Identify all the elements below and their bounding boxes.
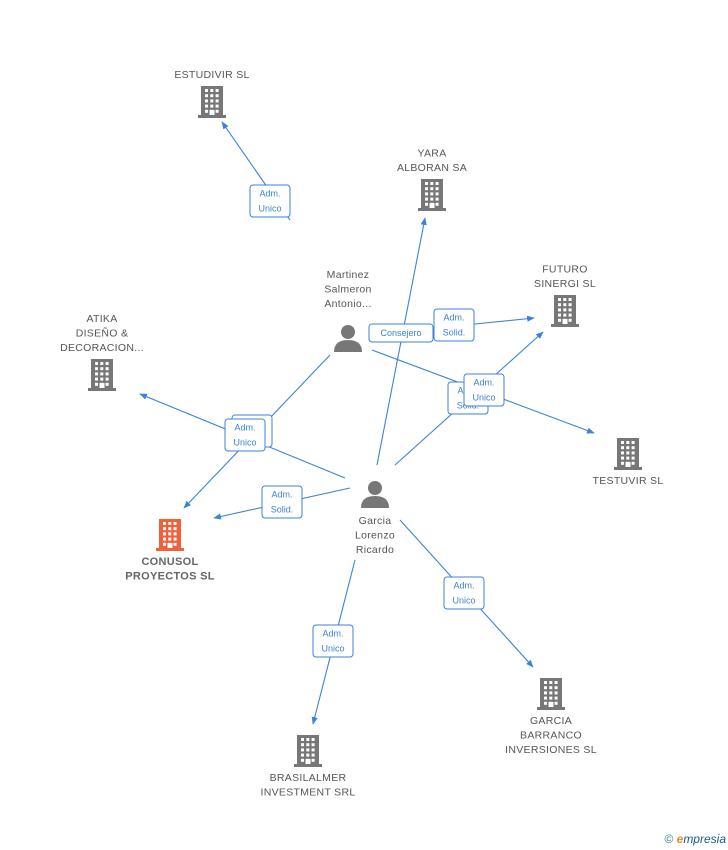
- person-icon: [361, 481, 389, 508]
- node-label-line: Antonio...: [324, 298, 371, 310]
- building-icon: [614, 438, 642, 470]
- role-tag-text: Unico: [233, 438, 256, 448]
- node-label-line: SINERGI SL: [534, 278, 596, 290]
- role-tag-garcia-conusol[interactable]: Adm. Solid.: [261, 485, 303, 519]
- edges-layer: [139, 121, 595, 725]
- node-label-line: DISEÑO &: [76, 327, 129, 340]
- node-label-line: INVERSIONES SL: [505, 744, 597, 756]
- role-tags-layer: Adm.UnicoConsejeroAdm.Solid.Adm.Solid.Ad…: [224, 184, 505, 658]
- company-node-yara[interactable]: YARA ALBORAN SA: [397, 148, 467, 212]
- company-node-testuvir[interactable]: TESTUVIR SL: [593, 438, 664, 487]
- company-node-garcia_barranco[interactable]: GARCIA BARRANCO INVERSIONES SL: [505, 678, 597, 756]
- role-tag-text: Adm.: [322, 629, 343, 639]
- role-tag-box: [433, 308, 475, 342]
- role-tag-text: Adm.: [473, 378, 494, 388]
- role-tag-text: Adm.: [443, 313, 464, 323]
- building-icon: [88, 359, 116, 391]
- role-tag-box: [368, 323, 434, 343]
- building-icon: [418, 179, 446, 211]
- copyright-symbol: ©: [664, 832, 674, 846]
- edge-martinez-futuro: [464, 315, 535, 326]
- node-label-line: DECORACION...: [60, 342, 144, 354]
- node-label-line: BRASILALMER: [270, 772, 347, 784]
- role-tag-garcia-futuro[interactable]: Adm. Unico: [463, 373, 505, 407]
- node-label-line: TESTUVIR SL: [593, 475, 664, 487]
- node-label-line: ESTUDIVIR SL: [174, 69, 249, 81]
- role-tag-text: Consejero: [380, 328, 421, 338]
- role-tag-box: [463, 373, 505, 407]
- role-tag-martinez-estudivir[interactable]: Adm. Unico: [249, 184, 291, 218]
- building-icon: [294, 735, 322, 767]
- role-tag-text: Unico: [321, 644, 344, 654]
- role-tag-martinez-conusol[interactable]: Adm. Unico: [224, 418, 266, 452]
- node-label-line: FUTURO: [542, 264, 588, 276]
- node-label-line: ATIKA: [86, 313, 117, 325]
- company-node-futuro[interactable]: FUTURO SINERGI SL: [534, 264, 596, 328]
- node-label-line: CONUSOL: [141, 556, 198, 568]
- node-label-line: Salmeron: [324, 284, 371, 296]
- nodes-layer: ESTUDIVIR SL YARA ALBORAN SA FUTURO SINERGI …: [60, 69, 663, 799]
- role-tag-box: [443, 576, 485, 610]
- role-tag-garcia-garcia_barranco[interactable]: Adm. Unico: [443, 576, 485, 610]
- node-label-line: BARRANCO: [520, 730, 582, 742]
- role-tag-text: Adm.: [234, 423, 255, 433]
- company-node-conusol[interactable]: CONUSOL PROYECTOS SL: [125, 519, 215, 583]
- node-label-line: ALBORAN SA: [397, 162, 467, 174]
- node-label-line: INVESTMENT SRL: [260, 787, 355, 799]
- role-tag-text: Adm.: [259, 189, 280, 199]
- building-icon: [156, 519, 184, 551]
- role-tag-text: Unico: [258, 204, 281, 214]
- node-label-line: Martinez: [327, 269, 370, 281]
- company-node-atika[interactable]: ATIKA DISEÑO & DECORACION...: [60, 313, 144, 391]
- role-tag-text: Adm.: [453, 581, 474, 591]
- node-label-line: Ricardo: [356, 544, 394, 556]
- company-node-estudivir[interactable]: ESTUDIVIR SL: [174, 69, 249, 118]
- role-tag-garcia-brasilalmer[interactable]: Adm. Unico: [312, 624, 354, 658]
- role-tag-garcia-yara[interactable]: Consejero: [368, 323, 434, 343]
- person-node-martinez[interactable]: MartinezSalmeronAntonio...: [324, 269, 371, 352]
- role-tag-box: [249, 184, 291, 218]
- brand-footer[interactable]: © empresia: [664, 832, 726, 846]
- node-label-line: GARCIA: [530, 715, 572, 727]
- node-label-line: PROYECTOS SL: [125, 571, 215, 583]
- node-label-line: Lorenzo: [355, 530, 395, 542]
- building-icon: [551, 295, 579, 327]
- role-tag-martinez-futuro[interactable]: Adm. Solid.: [433, 308, 475, 342]
- brand-logo-text: mpresia: [683, 832, 726, 846]
- role-tag-text: Solid.: [271, 505, 294, 515]
- role-tag-box: [312, 624, 354, 658]
- role-tag-box: [261, 485, 303, 519]
- role-tag-text: Unico: [472, 393, 495, 403]
- brand-logo-e: e: [676, 832, 684, 846]
- role-tag-text: Solid.: [443, 328, 466, 338]
- building-icon: [198, 86, 226, 118]
- person-icon: [334, 325, 362, 352]
- company-node-brasilalmer[interactable]: BRASILALMER INVESTMENT SRL: [260, 735, 355, 799]
- role-tag-text: Unico: [452, 596, 475, 606]
- node-label-line: YARA: [417, 148, 446, 160]
- role-tag-text: Adm.: [271, 490, 292, 500]
- role-tag-box: [224, 418, 266, 452]
- node-label-line: Garcia: [359, 515, 392, 527]
- building-icon: [537, 678, 565, 710]
